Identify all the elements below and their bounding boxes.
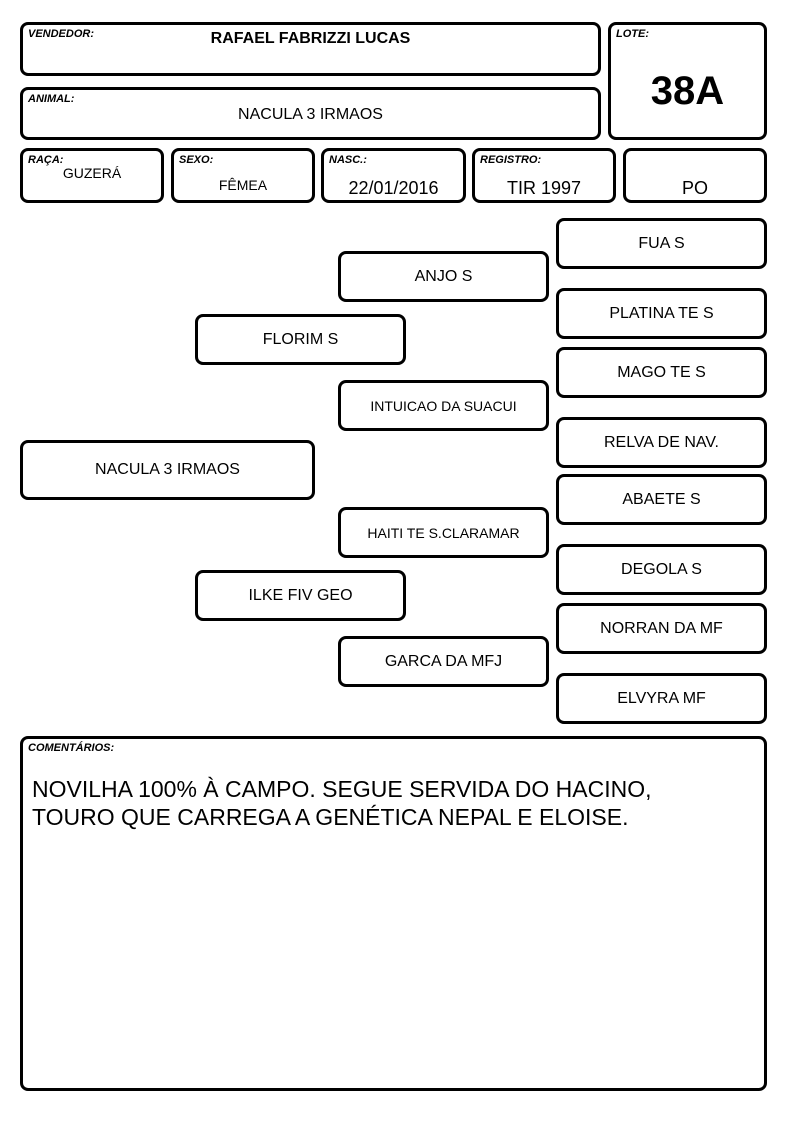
animal-box: ANIMAL: NACULA 3 IRMAOS	[20, 87, 601, 140]
raca-box: RAÇA: GUZERÁ	[20, 148, 164, 203]
comentarios-label: COMENTÁRIOS:	[28, 742, 115, 754]
sexo-box: SEXO: FÊMEA	[171, 148, 315, 203]
animal-value: NACULA 3 IRMAOS	[238, 106, 383, 123]
pedigree-ggp-8: ELVYRA MF	[556, 673, 767, 724]
pedigree-dam-dam: GARCA DA MFJ	[338, 636, 549, 687]
pedigree-dam: ILKE FIV GEO	[195, 570, 406, 621]
pedigree-ggp-4: RELVA DE NAV.	[556, 417, 767, 468]
vendedor-box: VENDEDOR: RAFAEL FABRIZZI LUCAS	[20, 22, 601, 76]
sexo-label: SEXO:	[179, 154, 214, 166]
registro-box: REGISTRO: TIR 1997	[472, 148, 616, 203]
lote-box: LOTE: 38A	[608, 22, 767, 140]
pedigree-sire-sire: ANJO S	[338, 251, 549, 302]
raca-label: RAÇA:	[28, 154, 64, 166]
raca-value: GUZERÁ	[62, 165, 122, 181]
animal-label: ANIMAL:	[28, 93, 75, 105]
pedigree-ggp-3: MAGO TE S	[556, 347, 767, 398]
lote-label: LOTE:	[616, 28, 649, 40]
comentarios-box: COMENTÁRIOS: NOVILHA 100% À CAMPO. SEGUE…	[20, 736, 767, 1091]
pedigree-ggp-1: FUA S	[556, 218, 767, 269]
registro-value: TIR 1997	[506, 178, 582, 198]
pedigree-ggp-2: PLATINA TE S	[556, 288, 767, 339]
registro-label: REGISTRO:	[480, 154, 542, 166]
categoria-box: PO	[623, 148, 767, 203]
vendedor-value: RAFAEL FABRIZZI LUCAS	[210, 30, 411, 47]
pedigree-sire-dam: INTUICAO DA SUACUI	[338, 380, 549, 431]
sexo-value: FÊMEA	[218, 177, 268, 193]
comentarios-line-2: TOURO QUE CARREGA A GENÉTICA NEPAL E ELO…	[32, 804, 629, 830]
nasc-value: 22/01/2016	[348, 178, 439, 198]
comentarios-line-1: NOVILHA 100% À CAMPO. SEGUE SERVIDA DO H…	[32, 776, 652, 802]
pedigree-ggp-6: DEGOLA S	[556, 544, 767, 595]
categoria-value: PO	[681, 178, 708, 198]
pedigree-ggp-5: ABAETE S	[556, 474, 767, 525]
nasc-box: NASC.: 22/01/2016	[321, 148, 466, 203]
pedigree-animal: NACULA 3 IRMAOS	[20, 440, 315, 500]
vendedor-label: VENDEDOR:	[28, 28, 95, 40]
pedigree-dam-sire: HAITI TE S.CLARAMAR	[338, 507, 549, 558]
pedigree-sire: FLORIM S	[195, 314, 406, 365]
lote-value: 38A	[650, 69, 725, 113]
nasc-label: NASC.:	[329, 154, 367, 166]
pedigree-ggp-7: NORRAN DA MF	[556, 603, 767, 654]
